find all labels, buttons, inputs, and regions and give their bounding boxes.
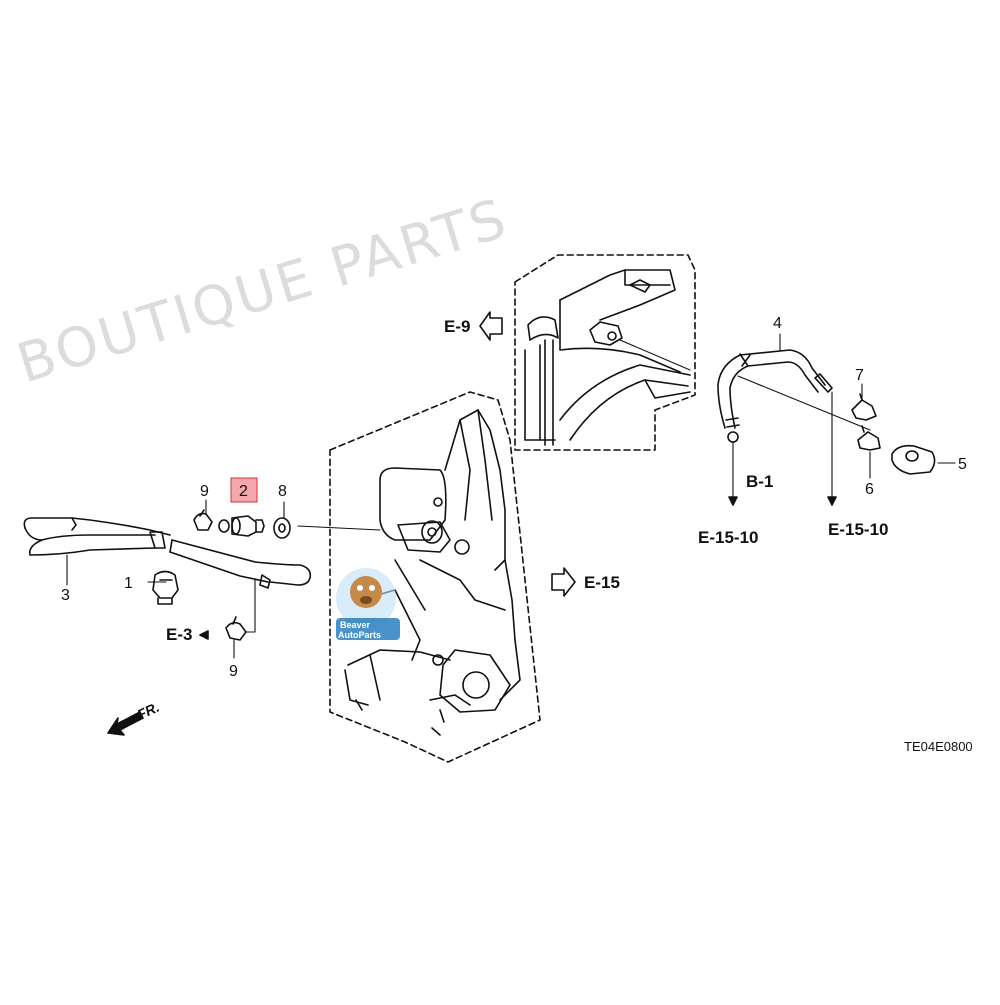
callout-3: 3 [61,587,70,604]
arrow-e15 [551,567,576,597]
arrow-e9 [479,311,503,341]
front-marker-label: FR. [135,699,162,723]
part-5-cap [891,444,936,475]
part-2-valve [218,515,265,537]
callout-5: 5 [958,456,967,473]
callout-8: 8 [278,483,287,500]
part-9-clamp-top [193,509,213,531]
logo-line-2: AutoParts [338,630,381,640]
diagram-code: TE04E0800 [904,739,973,754]
part-7-clamp [851,393,877,421]
part-8-washer [273,517,291,539]
callout-6: 6 [865,481,874,498]
highlight-box [230,477,258,503]
arrow-front [107,711,144,736]
hose-part-4 [717,349,833,443]
part-1-clip [152,570,179,605]
callout-1: 1 [124,575,133,592]
radiator-tank [524,269,691,446]
reference-arrows [199,496,837,640]
ref-b1: B-1 [746,472,773,491]
hose-part-3 [23,517,312,589]
leader-lines [66,333,956,659]
ref-e15-10-left: E-15-10 [698,528,758,547]
ref-e15: E-15 [584,573,620,592]
beaver-logo: Beaver AutoParts [336,568,400,640]
bracket-assembly [344,409,521,736]
callout-7: 7 [855,367,864,384]
bracket-section-outline [329,391,541,763]
callout-9-top: 9 [200,483,209,500]
ref-e9: E-9 [444,317,470,336]
part-9-clamp-bottom [225,616,247,641]
ref-e3: E-3 [166,625,192,644]
ref-e15-10-right: E-15-10 [828,520,888,539]
callout-4: 4 [773,315,782,332]
callout-9-bottom: 9 [229,663,238,680]
logo-line-1: Beaver [340,620,371,630]
callout-2: 2 [239,483,248,500]
radiator-section-outline [514,254,696,451]
